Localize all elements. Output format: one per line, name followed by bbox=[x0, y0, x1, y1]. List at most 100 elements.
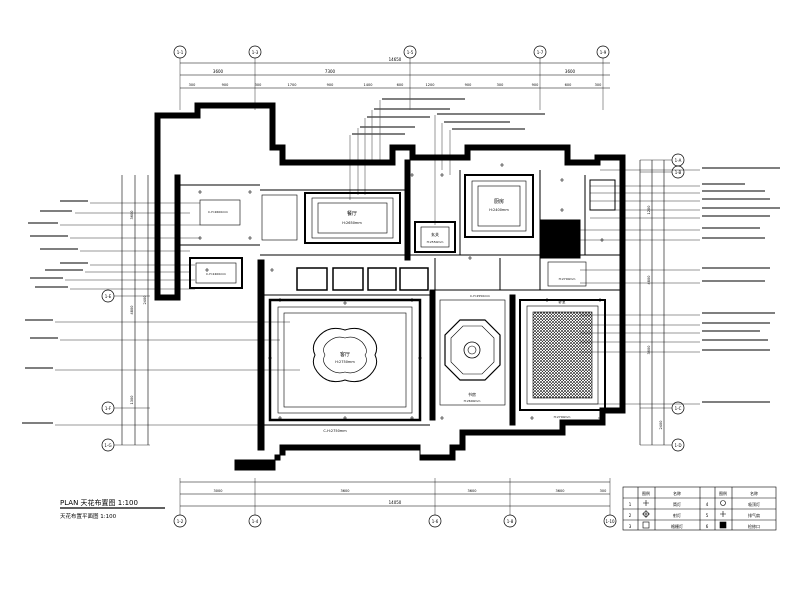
dining-room-name: 餐厅 bbox=[347, 210, 357, 217]
dim-bottom-seg: 3600 bbox=[341, 489, 350, 493]
grid-label-bottom-5: 1-10 bbox=[605, 519, 615, 524]
plan-subtitle: 天花布置平面图 1:100 bbox=[60, 512, 117, 520]
legend-row-2-num: 2 bbox=[629, 513, 632, 518]
downlight-icon bbox=[643, 500, 649, 506]
foyer-name: 玄关 bbox=[431, 231, 439, 237]
dining-room-ceiling bbox=[304, 192, 401, 244]
grid-label-bottom-4: 1-8 bbox=[507, 519, 514, 524]
left-dimension-lines bbox=[121, 175, 149, 445]
dim-top-mid-1: 3600 bbox=[213, 69, 224, 74]
misc-label-2: C-H:2600mm bbox=[208, 210, 228, 214]
kitchen-name: 厨房 bbox=[494, 198, 504, 205]
exhaust-fan-icon bbox=[720, 511, 726, 517]
light-fixtures bbox=[198, 163, 604, 420]
grid-bubbles-right bbox=[671, 153, 685, 452]
dim-left: 3600 bbox=[130, 211, 134, 220]
bedroom-height: H:2700mm bbox=[554, 415, 571, 419]
study-ceiling bbox=[439, 299, 506, 406]
grid-label-right-2: 1-B bbox=[675, 170, 682, 175]
legend-row-2-num2: 5 bbox=[706, 513, 709, 518]
grid-bubbles-bottom bbox=[173, 514, 617, 528]
top-dimension-lines bbox=[180, 62, 610, 89]
dim-top-seg: 300 bbox=[255, 83, 262, 87]
grid-label-top-4: 1-7 bbox=[537, 50, 544, 55]
study-height: H:2600mm bbox=[464, 399, 481, 403]
legend-row-3-name: 格栅灯 bbox=[671, 523, 683, 529]
leader-text-stubs-right bbox=[702, 167, 780, 403]
legend-row-2-name2: 排气扇 bbox=[748, 512, 760, 518]
grid-label-bottom-1: 1-2 bbox=[177, 519, 184, 524]
dim-top-seg: 900 bbox=[222, 83, 229, 87]
grid-label-top-2: 1-3 bbox=[252, 50, 259, 55]
dim-left: 1300 bbox=[130, 396, 134, 405]
leader-text-stubs-top bbox=[352, 98, 545, 135]
misc-label-1: C-H:2750mm bbox=[323, 429, 347, 433]
study-name: 书房 bbox=[468, 391, 476, 397]
bottom-dimension-lines bbox=[180, 481, 610, 507]
bedroom-ceiling bbox=[519, 299, 606, 411]
dim-top-seg: 900 bbox=[327, 83, 334, 87]
grid-label-top-5: 1-9 bbox=[600, 50, 607, 55]
legend-symbols bbox=[642, 500, 727, 529]
grid-label-left-1: 1-E bbox=[105, 294, 112, 299]
dim-top-seg: 300 bbox=[189, 83, 196, 87]
grid-axis-lines bbox=[108, 58, 672, 515]
access-hatch-icon bbox=[719, 521, 727, 529]
grid-label-left-2: 1-F bbox=[105, 406, 112, 411]
dim-left: 4800 bbox=[130, 306, 134, 315]
foyer-height: H:2550mm bbox=[427, 240, 444, 244]
legend-header-2: 名称 bbox=[673, 490, 681, 496]
right-dimension-lines bbox=[639, 160, 665, 445]
foyer-ceiling bbox=[414, 221, 456, 253]
misc-label-5: H:2700mm bbox=[559, 277, 576, 281]
legend-row-2-name: 射灯 bbox=[673, 512, 681, 518]
dim-left-texts: 3600 4800 1300 2400 bbox=[130, 211, 147, 405]
dim-top-seg: 600 bbox=[565, 83, 572, 87]
dim-top-seg: 1200 bbox=[426, 83, 435, 87]
partition-lines bbox=[180, 170, 620, 426]
living-room-name: 客厅 bbox=[340, 351, 350, 358]
dim-top-total: 14650 bbox=[389, 57, 402, 62]
dim-top-seg: 900 bbox=[532, 83, 539, 87]
grid-label-top-3: 1-5 bbox=[407, 50, 414, 55]
legend-row-3-num2: 6 bbox=[706, 524, 709, 529]
legend-header-4: 名称 bbox=[750, 490, 758, 496]
grid-bubbles-left bbox=[101, 289, 115, 452]
dim-top-mid-3: 3600 bbox=[565, 69, 576, 74]
grid-label-right-3: 1-C bbox=[675, 406, 682, 411]
legend-header-3: 图例 bbox=[719, 490, 727, 496]
dim-top-seg: 600 bbox=[397, 83, 404, 87]
dim-top-segments: 300 900 300 1700 900 1400 600 1200 900 3… bbox=[189, 83, 602, 87]
leader-text-stubs-left bbox=[22, 200, 88, 424]
dim-top-seg: 300 bbox=[595, 83, 602, 87]
dim-top-seg: 300 bbox=[497, 83, 504, 87]
misc-label-3: C-H:2400mm bbox=[206, 272, 226, 276]
leaders-right bbox=[560, 169, 700, 405]
legend-table bbox=[622, 486, 777, 531]
small-ceiling-boxes bbox=[189, 179, 616, 291]
dim-bottom-segments: 3000 3600 3600 3600 300 bbox=[214, 489, 607, 493]
dim-top-seg: 1400 bbox=[364, 83, 373, 87]
grid-label-top-1: 1-1 bbox=[177, 50, 184, 55]
dim-bottom-seg: 300 bbox=[600, 489, 607, 493]
kitchen-ceiling bbox=[464, 174, 534, 238]
dim-top-seg: 1700 bbox=[288, 83, 297, 87]
grid-label-right-4: 1-D bbox=[674, 443, 681, 448]
legend-row-1-num2: 4 bbox=[706, 502, 709, 507]
dim-right-texts: 1200 4800 3600 2400 bbox=[647, 206, 663, 430]
spotlight-cross-icon bbox=[642, 510, 650, 518]
dim-top-mid-2: 7300 bbox=[325, 69, 336, 74]
misc-label-4: C-H:2550mm bbox=[470, 294, 490, 298]
plan-title: PLAN 天花布置图 1:100 bbox=[60, 498, 138, 507]
bedroom-name: 卧室 bbox=[559, 299, 567, 304]
ceiling-lamp-icon bbox=[720, 500, 726, 506]
kitchen-height: H:2400mm bbox=[489, 208, 509, 212]
dim-right: 3600 bbox=[647, 346, 651, 355]
legend-header-1: 图例 bbox=[642, 490, 650, 496]
dim-bottom-seg: 3000 bbox=[214, 489, 223, 493]
exterior-walls bbox=[154, 102, 626, 471]
legend-row-1-num: 1 bbox=[629, 502, 632, 507]
grid-bubbles-top bbox=[173, 45, 610, 59]
legend-row-1-name: 筒灯 bbox=[673, 501, 681, 507]
